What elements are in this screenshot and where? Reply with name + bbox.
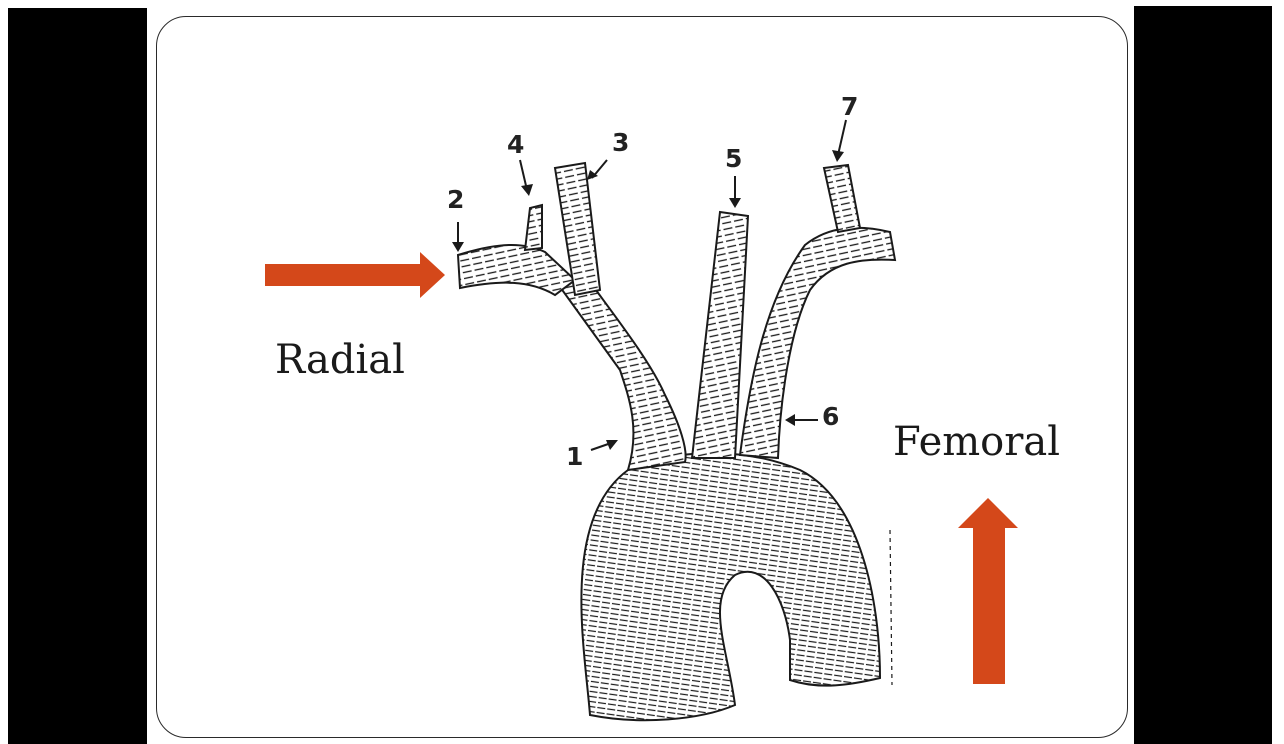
label-number-4: 4: [507, 132, 524, 157]
aortic-arch: [581, 453, 880, 720]
label-number-3: 3: [612, 130, 629, 155]
radial-access-arrow: [265, 252, 445, 298]
right-vertebral-artery: [525, 205, 542, 250]
brachiocephalic-trunk: [555, 275, 686, 470]
label-number-5: 5: [725, 146, 742, 171]
label-number-1: 1: [566, 444, 583, 469]
left-vertebral-artery: [824, 165, 860, 232]
label-number-6: 6: [822, 404, 839, 429]
radial-label: Radial: [275, 340, 405, 380]
left-common-carotid-artery: [692, 212, 748, 458]
right-subclavian-artery: [458, 245, 575, 295]
label-number-2: 2: [447, 187, 464, 212]
left-subclavian-artery: [740, 228, 895, 458]
femoral-access-arrow: [958, 498, 1018, 684]
femoral-label: Femoral: [893, 422, 1060, 462]
dashed-guide-line: [890, 530, 892, 685]
label-number-7: 7: [841, 94, 858, 119]
